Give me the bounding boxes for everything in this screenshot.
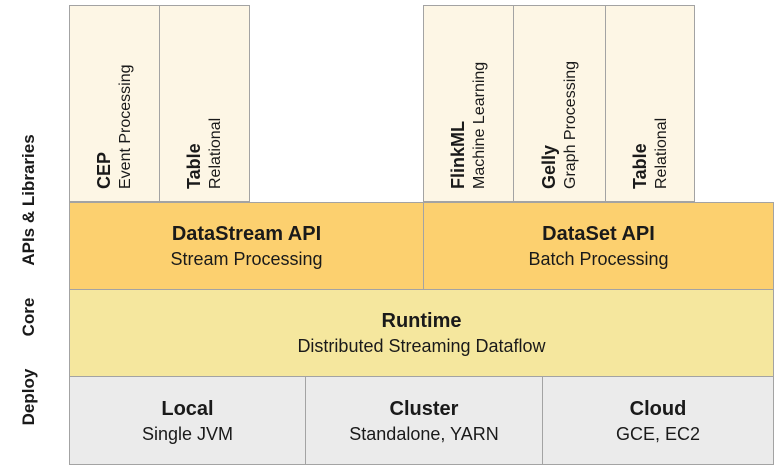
api-box-dataset: DataSet API Batch Processing xyxy=(423,202,774,290)
library-box-table-stream: Table Relational xyxy=(159,5,250,202)
library-description: Relational xyxy=(207,117,224,189)
library-name: Gelly xyxy=(539,144,559,189)
deploy-title: Local xyxy=(161,397,214,420)
library-name: CEP xyxy=(94,151,114,189)
api-subtitle: Batch Processing xyxy=(528,249,669,269)
library-name: FlinkML xyxy=(448,121,468,189)
library-box-gelly: Gelly Graph Processing xyxy=(513,5,606,202)
api-subtitle: Stream Processing xyxy=(170,249,323,269)
api-title: DataStream API xyxy=(171,223,322,245)
deploy-box-cluster: Cluster Standalone, YARN xyxy=(305,376,543,465)
library-description: Event Processing xyxy=(117,64,134,189)
library-description: Graph Processing xyxy=(562,60,579,189)
api-box-datastream: DataStream API Stream Processing xyxy=(69,202,424,290)
library-box-cep: CEP Event Processing xyxy=(69,5,160,202)
deploy-box-cloud: Cloud GCE, EC2 xyxy=(542,376,774,465)
library-description: Relational xyxy=(652,117,670,189)
runtime-subtitle: Distributed Streaming Dataflow xyxy=(297,336,546,356)
runtime-box: Runtime Distributed Streaming Dataflow xyxy=(69,289,774,377)
api-title: DataSet API xyxy=(542,223,655,245)
library-box-table-batch: Table Relational xyxy=(605,5,695,202)
runtime-title: Runtime xyxy=(381,310,462,332)
deploy-subtitle: Standalone, YARN xyxy=(349,423,499,444)
deploy-title: Cluster xyxy=(389,397,459,420)
library-name: Table xyxy=(629,143,650,189)
deploy-box-local: Local Single JVM xyxy=(69,376,306,465)
deploy-title: Cloud xyxy=(629,397,687,420)
library-name: Table xyxy=(184,143,204,189)
library-description: Machine Learning xyxy=(471,61,488,189)
deploy-subtitle: Single JVM xyxy=(141,423,234,444)
deploy-subtitle: GCE, EC2 xyxy=(615,423,701,444)
side-label-deploy: Deploy xyxy=(19,368,38,426)
library-box-flinkml: FlinkML Machine Learning xyxy=(423,5,514,202)
